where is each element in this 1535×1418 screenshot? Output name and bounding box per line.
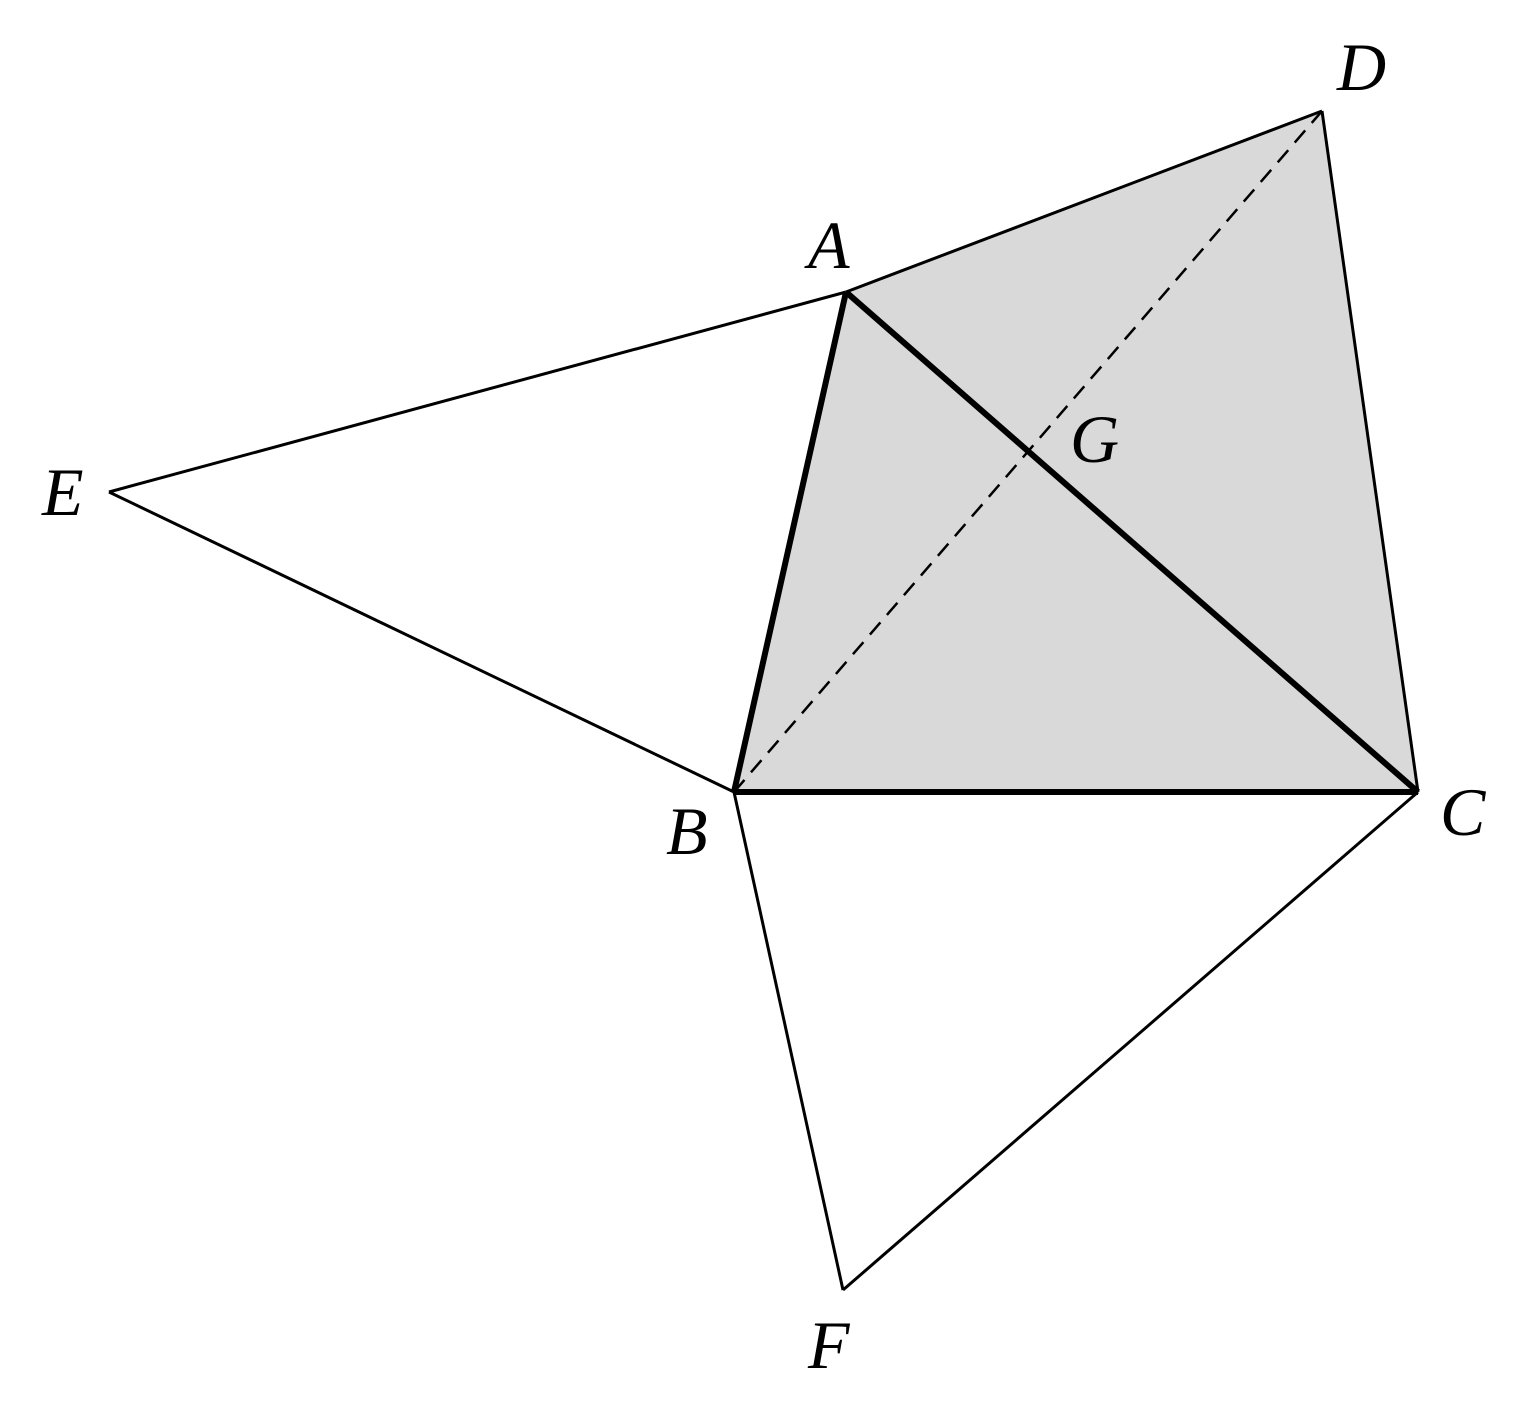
label-a: A bbox=[804, 207, 850, 283]
label-g: G bbox=[1070, 401, 1119, 477]
segment-ac bbox=[844, 289, 1420, 795]
label-f: F bbox=[807, 1307, 851, 1383]
label-d: D bbox=[1336, 29, 1386, 105]
segment-bf bbox=[732, 791, 845, 1291]
segment-ea bbox=[108, 290, 847, 494]
label-c: C bbox=[1440, 774, 1486, 850]
label-b: B bbox=[666, 793, 708, 869]
label-e: E bbox=[41, 454, 84, 530]
segment-dc bbox=[1320, 110, 1420, 793]
segment-ab bbox=[731, 291, 849, 793]
segment-ad bbox=[845, 109, 1323, 294]
shaded-quadrilateral-abcd bbox=[734, 111, 1418, 792]
segment-fc bbox=[842, 790, 1419, 1292]
segment-eb bbox=[108, 490, 735, 794]
